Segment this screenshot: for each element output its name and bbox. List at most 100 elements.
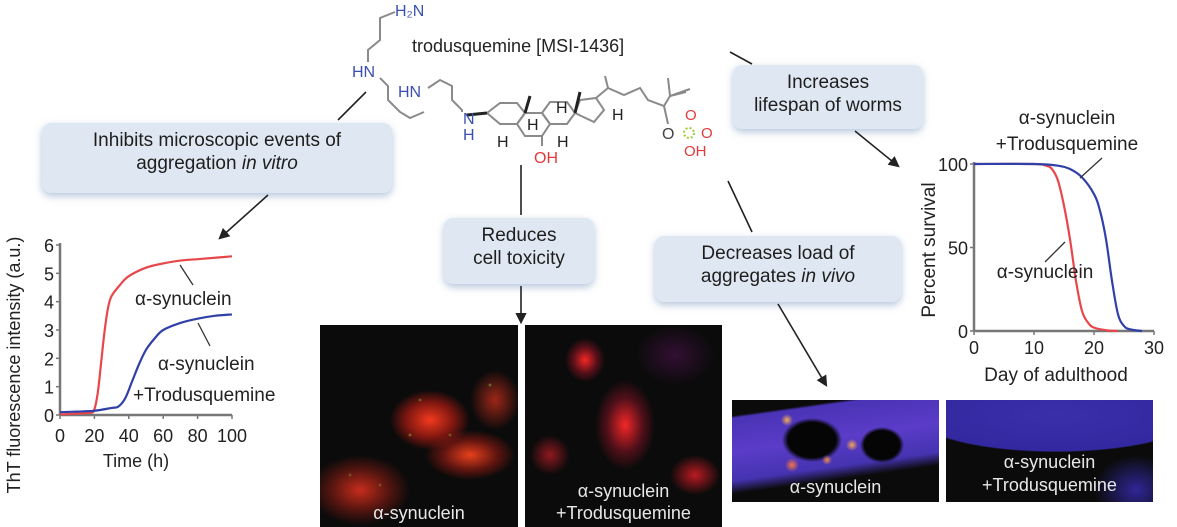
methyl-3 <box>669 88 691 97</box>
micrograph-cells-left-label: α-synuclein <box>373 503 465 523</box>
annotation-trodus-line1: α-synuclein <box>158 354 255 375</box>
y-tick-label: 0 <box>958 322 968 342</box>
micrograph-worm-right-label2: +Trodusquemine <box>982 475 1117 495</box>
series-line-trodusquemine <box>59 313 233 414</box>
annotation-leader-trodus <box>197 322 211 347</box>
callout-in-vivo-line1: Decreases load of <box>701 243 855 264</box>
x-tick-label: 60 <box>153 426 173 446</box>
x-tick-label: 0 <box>55 426 65 446</box>
connector-molecule-to-lifespan <box>729 51 753 65</box>
wedge-3 <box>466 111 488 117</box>
y-tick-label: 5 <box>44 264 54 284</box>
arrow-invivo-to-worm <box>777 303 828 387</box>
chain-bond-hn1 <box>379 77 425 120</box>
annotation-alpha-synuclein: α-synuclein <box>135 289 232 310</box>
callout-in-vivo-italic: in vivo <box>801 266 856 287</box>
atom-hn1: HN <box>352 64 375 81</box>
x-tick-label: 100 <box>217 426 247 446</box>
callout-lifespan-line2: lifespan of worms <box>754 95 902 116</box>
micrograph-cells-right-label2: +Trodusquemine <box>556 503 691 523</box>
annotation-survival-trodus-line2: +Trodusquemine <box>996 134 1138 155</box>
y-tick-label: 2 <box>44 349 54 369</box>
callout-toxicity-line1: Reduces <box>481 225 557 246</box>
chain-bond-hn2 <box>427 78 463 112</box>
y-axis-label: Percent survival <box>919 182 940 317</box>
connectors <box>218 51 900 387</box>
atom-s <box>683 127 695 139</box>
methyl-1 <box>604 75 609 89</box>
callout-in-vitro-line2: aggregation in vitro <box>52 152 382 175</box>
atom-h-1: H <box>497 134 509 151</box>
atom-nh-h: H <box>463 127 475 144</box>
compound-name: trodusquemine [MSI-1436] <box>412 36 624 56</box>
callout-in-vivo-line2: aggregates in vivo <box>665 265 891 288</box>
connector-molecule-to-invivo <box>727 180 753 233</box>
arrow-lifespan-to-chart <box>854 130 900 168</box>
atom-n: N <box>463 111 475 128</box>
connector-molecule-to-invitro <box>337 91 367 121</box>
callout-in-vitro: Inhibits microscopic events of aggregati… <box>42 123 392 193</box>
atom-hn2: HN <box>398 84 421 101</box>
micrograph-cells-alpha-synuclein: α-synuclein <box>320 325 518 527</box>
callout-lifespan: Increases lifespan of worms <box>733 65 923 129</box>
wedge-2 <box>573 91 582 114</box>
atom-o-ester: O <box>662 126 674 143</box>
callout-toxicity-line2: cell toxicity <box>473 248 565 269</box>
x-axis-label: Time (h) <box>103 451 169 471</box>
atom-h-2: H <box>527 117 539 134</box>
x-tick-label: 20 <box>84 426 104 446</box>
callout-in-vitro-line1: Inhibits microscopic events of <box>92 130 342 151</box>
x-tick-label: 30 <box>1144 338 1164 358</box>
wedge-1 <box>523 95 532 114</box>
micrograph-cells-right-label1: α-synuclein <box>577 481 670 501</box>
methyl-2 <box>667 77 671 97</box>
chain-bond-top <box>367 11 396 62</box>
annotation-survival-alpha: α-synuclein <box>997 262 1094 283</box>
y-tick-label: 6 <box>44 236 54 256</box>
y-tick-label: 50 <box>948 239 968 259</box>
atom-o-right: O <box>701 125 713 142</box>
side-chain <box>595 86 687 108</box>
micrograph-worm-alpha-synuclein: α-synuclein <box>732 400 939 502</box>
y-tick-label: 0 <box>44 406 54 426</box>
micrograph-worm-trodusquemine: α-synuclein +Trodusquemine <box>946 400 1153 502</box>
atom-h-5: H <box>612 107 624 124</box>
series-line-trodusquemine <box>973 162 1143 333</box>
y-tick-label: 1 <box>44 378 54 398</box>
x-tick-label: 80 <box>188 426 208 446</box>
stereo-bonds <box>466 91 582 117</box>
x-tick-label: 40 <box>119 426 139 446</box>
x-tick-label: 10 <box>1024 338 1044 358</box>
y-axis-label: ThT fluorescence intensity (a.u.) <box>4 237 24 494</box>
atom-h-3: H <box>556 100 568 117</box>
callout-in-vivo-text: aggregates <box>700 266 802 287</box>
callout-in-vitro-italic: in vitro <box>241 153 298 174</box>
micrograph-worm-right-label1: α-synuclein <box>1003 452 1096 472</box>
arrow-invitro-to-chart <box>218 194 269 240</box>
ester-bond <box>663 105 669 125</box>
y-tick-label: 100 <box>938 155 968 175</box>
atom-h-4: H <box>557 134 569 151</box>
micrograph-cells-trodusquemine: α-synuclein +Trodusquemine <box>525 325 722 527</box>
atom-oh-sulfate: OH <box>684 143 707 160</box>
ring-d <box>573 96 606 124</box>
annotation-leader-survival-trodus <box>1079 157 1103 179</box>
callout-toxicity: Reduces cell toxicity <box>444 218 594 284</box>
callout-in-vitro-text: aggregation <box>136 153 242 174</box>
y-tick-label: 4 <box>44 293 54 313</box>
annotation-trodus-line2: +Trodusquemine <box>133 385 275 406</box>
y-tick-label: 3 <box>44 321 54 341</box>
x-tick-label: 0 <box>969 338 979 358</box>
x-tick-label: 20 <box>1084 338 1104 358</box>
series-line-alpha-synuclein <box>973 162 1119 333</box>
atom-oh-ring: OH <box>534 150 558 167</box>
callout-in-vivo: Decreases load of aggregates in vivo <box>655 236 901 302</box>
annotation-leader-alpha <box>179 264 194 286</box>
annotation-survival-trodus-line1: α-synuclein <box>1019 108 1116 129</box>
annotation-leader-survival-alpha <box>1044 241 1066 263</box>
micrograph-worm-left-label: α-synuclein <box>789 477 882 497</box>
callout-lifespan-line1: Increases <box>786 72 870 93</box>
